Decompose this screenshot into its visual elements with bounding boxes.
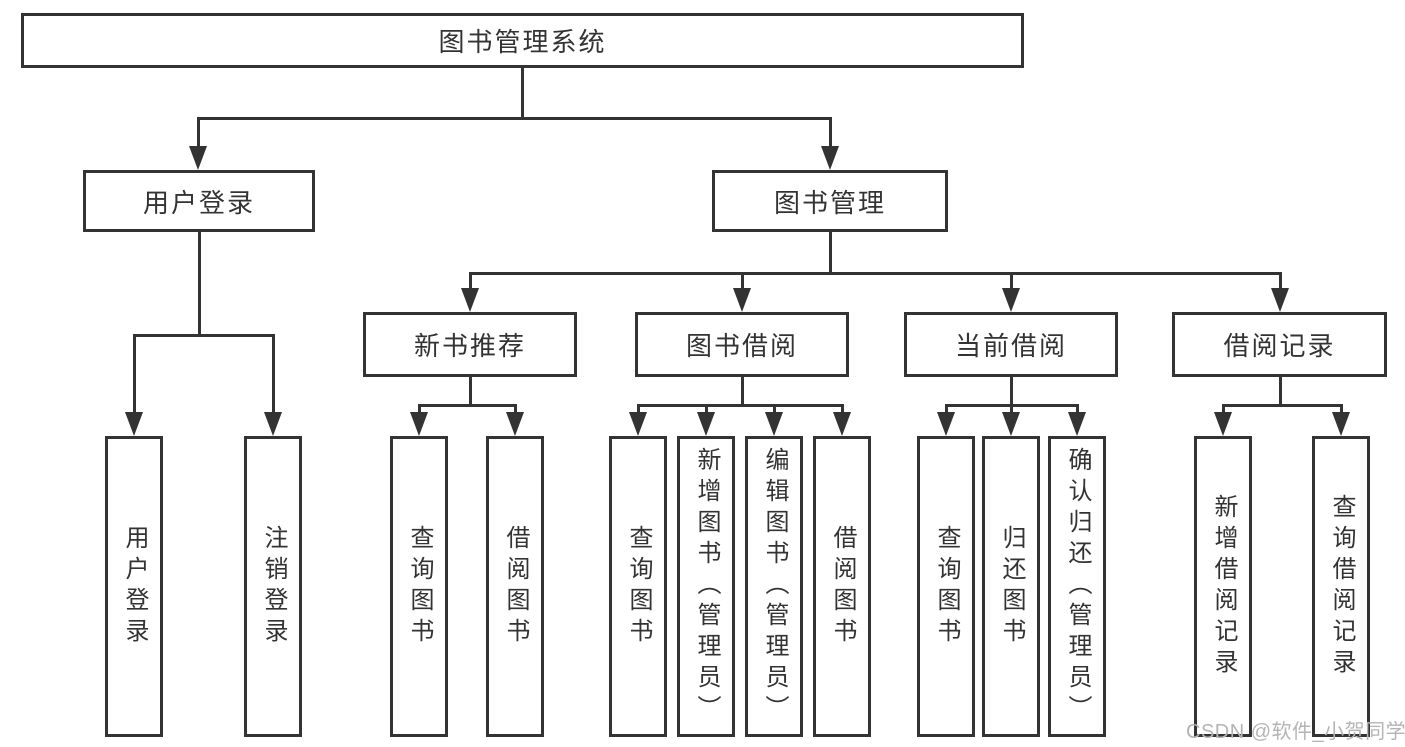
connector-vline [271,333,275,414]
node-borrowing-records: 借阅记录 [1172,312,1387,377]
arrow-down [821,146,839,170]
connector-vline [468,377,472,406]
arrow-down [1214,412,1232,436]
connector-vline [1075,404,1079,414]
arrow-down [410,412,428,436]
node-leaf-query-books-current: 查询图书 [917,436,975,737]
node-leaf-query-books-borrowing: 查询图书 [609,436,667,737]
arrow-down [1271,288,1289,312]
node-leaf-confirm-return-admin: 确认归还（管理员） [1048,436,1106,737]
arrow-down [506,412,524,436]
node-leaf-add-book-admin: 新增图书（管理员） [677,436,735,737]
connector-hline [636,404,844,407]
connector-vline [1009,271,1013,290]
connector-vline [1221,404,1225,414]
connector-vline [828,117,832,148]
node-library-management-system: 图书管理系统 [21,13,1024,68]
connector-vline [1009,404,1013,414]
connector-hline [196,117,832,120]
connector-hline [468,271,1282,275]
connector-vline [740,377,744,406]
arrow-down [1068,412,1086,436]
arrow-down [733,288,751,312]
arrow-down [1332,412,1350,436]
connector-hline [132,333,275,337]
node-leaf-logout: 注销登录 [244,436,302,737]
connector-vline [828,232,832,274]
connector-vline [196,117,200,148]
connector-vline [1278,271,1282,290]
connector-vline [1278,377,1282,406]
connector-vline [1339,404,1343,414]
node-leaf-query-books-recommend: 查询图书 [390,436,448,737]
arrow-down [833,412,851,436]
connector-vline [636,404,640,414]
node-current-borrowing: 当前借阅 [904,312,1118,377]
arrow-down [937,412,955,436]
connector-vline [704,404,708,414]
node-leaf-edit-book-admin: 编辑图书（管理员） [745,436,803,737]
connector-vline [840,404,844,414]
arrow-down [1002,288,1020,312]
node-leaf-borrow-books-borrowing: 借阅图书 [813,436,871,737]
connector-vline [513,404,517,414]
node-leaf-return-book: 归还图书 [982,436,1040,737]
node-leaf-add-borrow-record: 新增借阅记录 [1194,436,1252,737]
connector-vline [740,271,744,290]
connector-vline [944,404,948,414]
connector-hline [1221,404,1343,407]
node-leaf-query-borrow-record: 查询借阅记录 [1312,436,1370,737]
connector-vline [520,68,524,119]
node-leaf-borrow-books-recommend: 借阅图书 [486,436,544,737]
node-leaf-user-login: 用户登录 [105,436,163,737]
connector-vline [132,333,136,414]
connector-vline [417,404,421,414]
arrow-down [1002,412,1020,436]
arrow-down [697,412,715,436]
connector-vline [197,232,201,335]
connector-vline [772,404,776,414]
arrow-down [629,412,647,436]
node-user-login: 用户登录 [83,170,315,232]
arrow-down [125,412,143,436]
node-book-borrowing: 图书借阅 [635,312,849,377]
arrow-down [264,412,282,436]
arrow-down [189,146,207,170]
arrow-down [461,288,479,312]
node-new-book-recommend: 新书推荐 [363,312,577,377]
csdn-watermark: CSDN @软件_小贺同学 [1186,721,1405,743]
connector-vline [1009,377,1013,406]
node-book-management: 图书管理 [712,170,948,232]
connector-vline [468,271,472,290]
arrow-down [765,412,783,436]
connector-hline [417,404,517,407]
